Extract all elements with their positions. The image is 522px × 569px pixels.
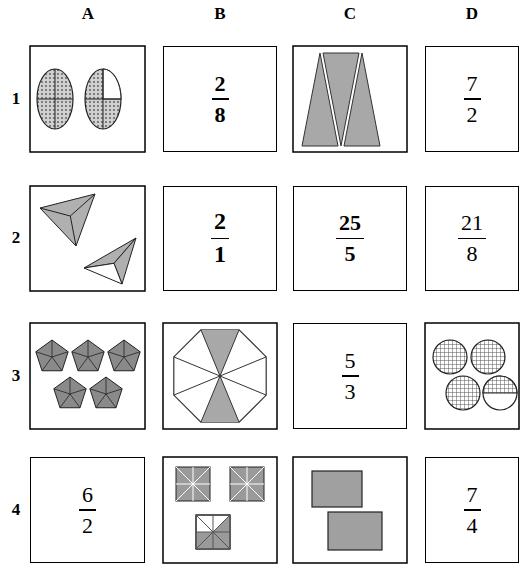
- column-letter: C: [344, 4, 356, 24]
- denominator: 2: [82, 513, 93, 538]
- column-letter: A: [82, 4, 94, 24]
- row-number: 4: [12, 500, 21, 520]
- row-number: 2: [12, 228, 21, 248]
- fraction-bar: [464, 509, 481, 511]
- fraction-bar: [212, 98, 229, 100]
- row-number: 3: [12, 366, 21, 386]
- denominator: 8: [215, 102, 226, 127]
- denominator: 8: [467, 241, 478, 266]
- fraction-bar: [336, 238, 364, 240]
- numerator: 7: [467, 482, 478, 507]
- fraction-box: 218: [425, 186, 519, 291]
- fraction-bar: [458, 238, 486, 240]
- numerator: 2: [214, 208, 226, 236]
- numerator: 21: [461, 210, 483, 235]
- fraction-box: 62: [30, 457, 145, 563]
- numerator: 6: [82, 482, 93, 507]
- denominator: 1: [214, 241, 226, 269]
- column-letter: B: [214, 4, 225, 24]
- fraction-box: 53: [293, 323, 407, 429]
- denominator: 3: [345, 379, 356, 404]
- fraction-bar: [342, 375, 359, 377]
- numerator: 7: [467, 71, 478, 96]
- fraction-box: 255: [293, 186, 407, 291]
- fraction-bar: [79, 509, 96, 511]
- fraction-box: 72: [425, 46, 519, 152]
- denominator: 2: [467, 102, 478, 127]
- fraction-bar: [211, 238, 229, 240]
- denominator: 4: [467, 513, 478, 538]
- numerator: 5: [345, 348, 356, 373]
- fraction-box: 74: [425, 457, 519, 563]
- numerator: 25: [339, 210, 361, 235]
- denominator: 5: [345, 241, 356, 266]
- fraction-box: 28: [163, 46, 277, 152]
- column-letter: D: [466, 4, 478, 24]
- row-number: 1: [12, 89, 21, 109]
- fraction-box: 21: [163, 186, 277, 291]
- numerator: 2: [215, 71, 226, 96]
- fraction-bar: [464, 98, 481, 100]
